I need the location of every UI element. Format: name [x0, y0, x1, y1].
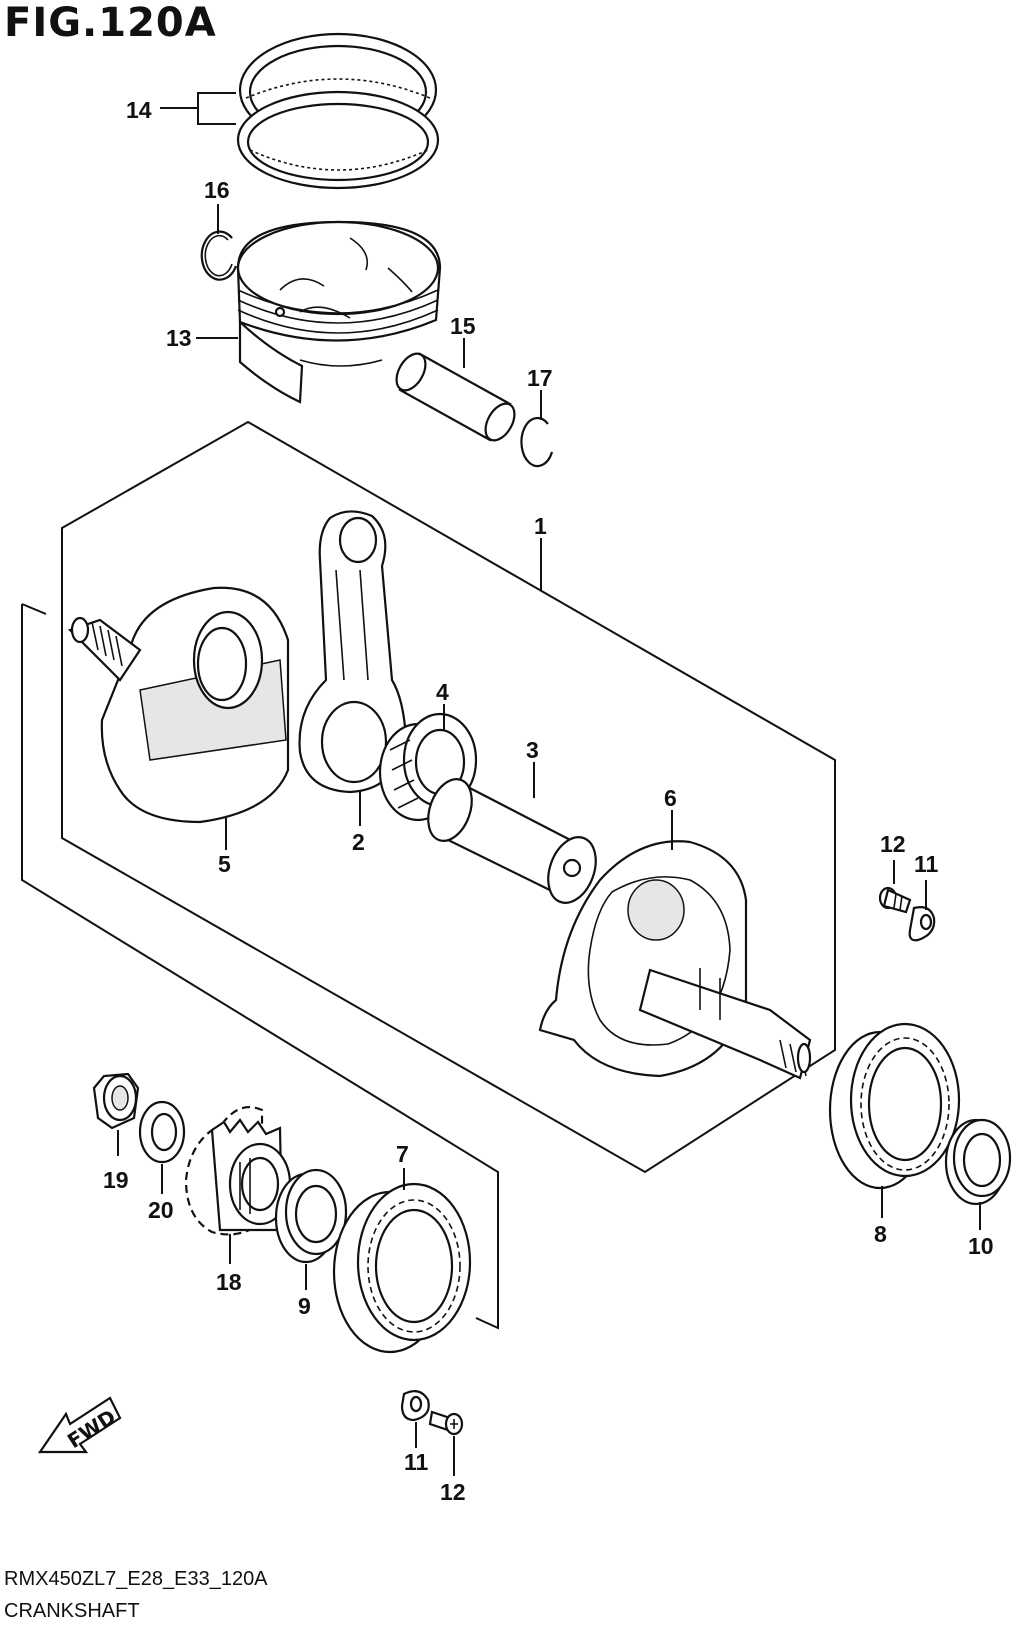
callout-12-lower: 12	[440, 1479, 466, 1505]
crank-half-part-5	[67, 586, 290, 824]
piston-part-13	[236, 220, 442, 404]
bracket-tick	[21, 603, 47, 615]
section-name: CRANKSHAFT	[4, 1600, 140, 1622]
callout-1: 1	[534, 513, 547, 539]
callout-2: 2	[352, 829, 365, 855]
model-code: RMX450ZL7_E28_E33_120A	[4, 1568, 268, 1590]
callout-6: 6	[664, 785, 677, 811]
callout-11-lower: 11	[404, 1449, 429, 1475]
callout-14: 14	[126, 97, 152, 123]
nut-part-19	[92, 1072, 140, 1130]
figure-title: FIG.120A	[4, 0, 217, 46]
crankshaft-assembly-outline	[61, 420, 836, 1174]
callout-13: 13	[166, 325, 192, 351]
piston-pin-part-15	[395, 352, 516, 442]
lower-group-bracket	[21, 604, 499, 1330]
crank-half-part-6	[538, 840, 812, 1080]
callout-10: 10	[968, 1233, 994, 1259]
leader-lines	[117, 92, 981, 1476]
callout-18: 18	[216, 1269, 242, 1295]
callout-7: 7	[396, 1141, 409, 1167]
callout-5: 5	[218, 851, 231, 877]
connecting-rod-part-2	[298, 510, 408, 794]
callout-3: 3	[526, 737, 539, 763]
callout-17: 17	[527, 365, 553, 391]
screw-part-12-upper	[878, 886, 912, 914]
crank-pin-part-3	[427, 778, 597, 904]
bearing-part-7	[332, 1182, 472, 1354]
callout-8: 8	[874, 1221, 887, 1247]
callout-11-upper: 11	[914, 851, 939, 877]
oil-seal-part-9	[274, 1168, 348, 1264]
bearing-part-8	[828, 1022, 961, 1190]
forward-direction-marker: FWD	[37, 1396, 122, 1453]
callout-20: 20	[148, 1197, 174, 1223]
callout-19: 19	[103, 1167, 129, 1193]
oil-seal-part-10	[944, 1118, 1012, 1206]
circlip-inner	[204, 234, 233, 277]
gear-part-18	[184, 1106, 292, 1236]
callout-12-upper: 12	[880, 831, 906, 857]
callout-15: 15	[450, 313, 476, 339]
circlip-part-16	[200, 230, 238, 281]
washer-plate-part-11-lower	[400, 1389, 430, 1422]
callout-4: 4	[436, 679, 449, 705]
piston-rings-part-14	[236, 32, 440, 190]
screw-part-12-lower	[428, 1410, 464, 1436]
needle-bearing-part-4	[378, 712, 478, 822]
callouts: 14 16 13 15 17 1 4 3 6 5 2 12 11 8 10 7 …	[103, 97, 994, 1505]
callout-16: 16	[204, 177, 230, 203]
circlip-part-17	[520, 416, 554, 468]
callout-9: 9	[298, 1293, 311, 1319]
washer-part-20	[138, 1100, 186, 1164]
washer-plate-part-11-upper	[908, 906, 936, 942]
